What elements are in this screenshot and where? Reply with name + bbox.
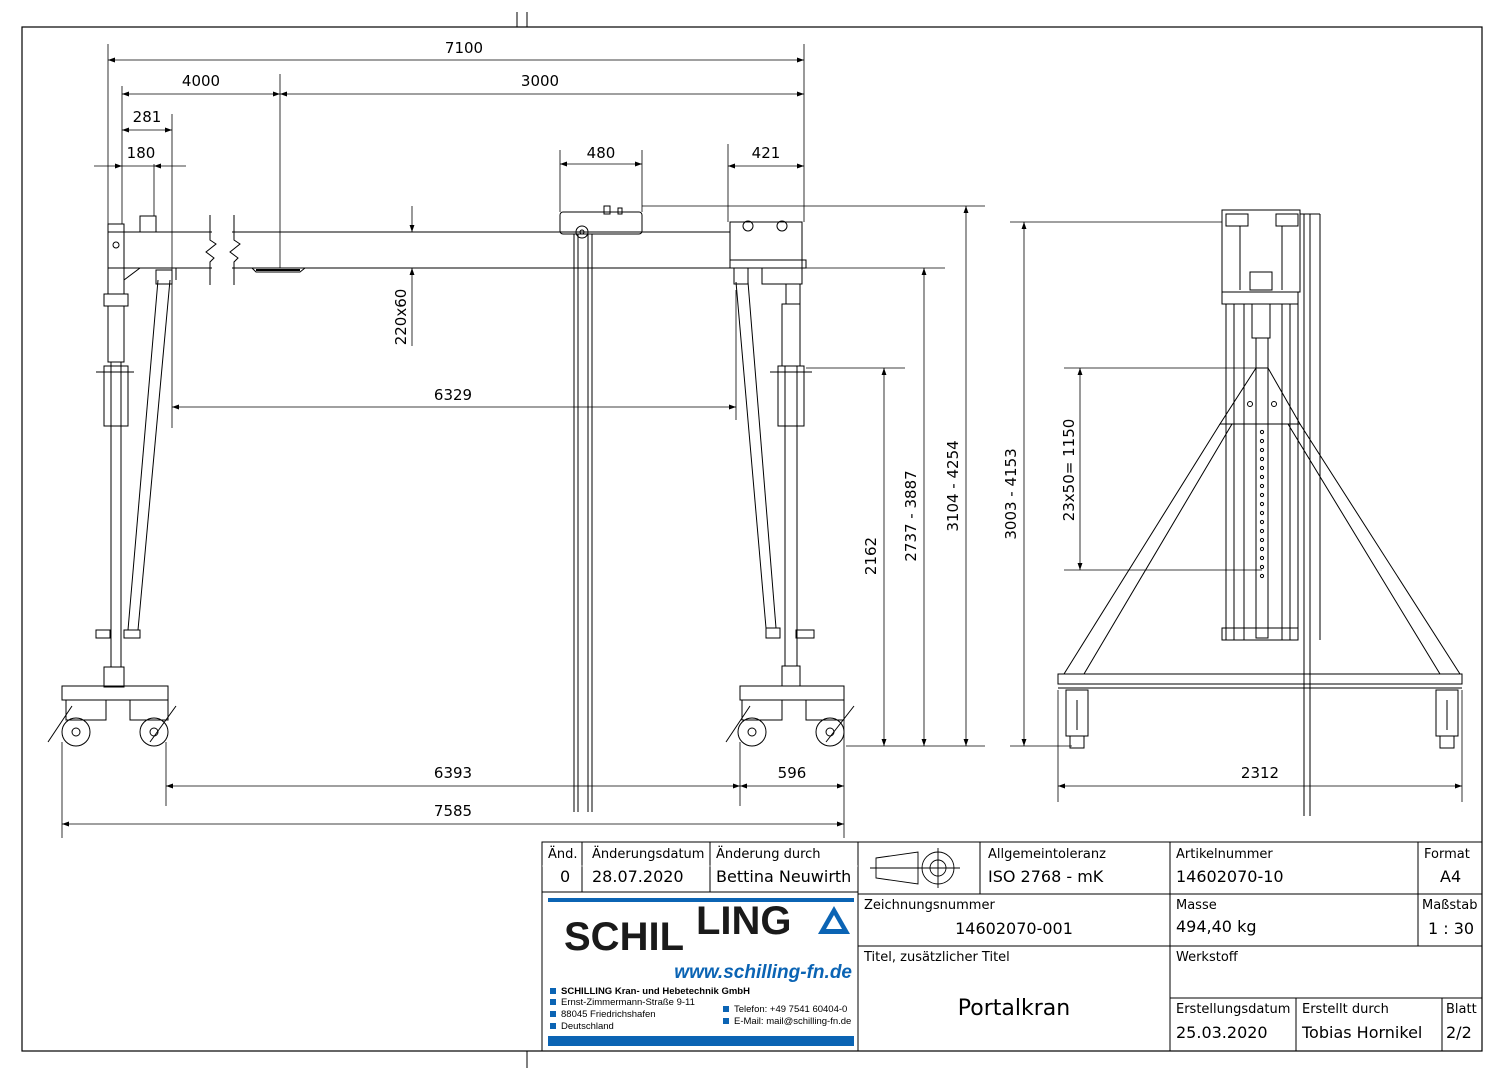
company-city: 88045 Friedrichshafen [561,1009,656,1020]
projection-symbol-icon [870,848,960,888]
dim-7100: 7100 [445,39,483,57]
rev-header: Änd. [548,846,578,862]
format-label: Format [1424,847,1470,862]
right-base [725,685,855,747]
article-value: 14602070-10 [1176,867,1284,886]
company-country: Deutschland [561,1021,614,1032]
company-email: E-Mail: mail@schilling-fn.de [734,1016,851,1027]
logo-url: www.schilling-fn.de [674,962,852,983]
front-dimension-texts: 7100 4000 3000 281 180 480 421 220x60 63… [127,39,962,820]
format-value: A4 [1440,867,1461,886]
trolley [559,205,643,812]
material-label: Werkstoff [1176,950,1239,965]
dim-180: 180 [127,144,156,162]
rev-value: 0 [560,867,570,886]
dim-421: 421 [752,144,781,162]
drawing-number-label: Zeichnungsnummer [864,898,995,913]
dim-2162: 2162 [862,537,880,575]
dim-4000: 4000 [182,72,220,90]
tolerance-label: Allgemeintoleranz [988,847,1106,862]
title-label: Titel, zusätzlicher Titel [863,950,1010,965]
dim-220x60: 220x60 [392,289,410,346]
article-label: Artikelnummer [1176,847,1273,862]
front-view [47,205,855,812]
title-block-texts: Änd. 0 Änderungsdatum 28.07.2020 Änderun… [548,846,1477,1042]
adjustment-holes [1259,429,1265,579]
changed-by-value: Bettina Neuwirth [716,867,851,886]
front-dimensions [61,44,985,838]
side-dimension-texts: 3003 - 4153 23x50= 1150 2312 [1002,419,1279,782]
dim-480: 480 [587,144,616,162]
dim-7585: 7585 [434,802,472,820]
dim-3000: 3000 [521,72,559,90]
dim-281: 281 [133,108,162,126]
company-phone: Telefon: +49 7541 60404-0 [734,1004,847,1015]
side-view [1057,209,1463,816]
created-date-value: 25.03.2020 [1176,1023,1268,1042]
sheet-label: Blatt [1446,1002,1477,1017]
dim-596: 596 [778,764,807,782]
main-beam [108,215,730,285]
change-date-header: Änderungsdatum [592,846,704,862]
dim-6393: 6393 [434,764,472,782]
title-block [541,841,1483,1052]
left-base [47,685,177,747]
dim-2312: 2312 [1241,764,1279,782]
created-date-label: Erstellungsdatum [1176,1002,1290,1017]
dim-2737-3887: 2737 - 3887 [902,470,920,561]
drawing-title: Portalkran [958,996,1070,1021]
sheet-value: 2/2 [1446,1023,1472,1042]
right-column [729,220,815,687]
logo-text-schil: SCHIL [564,915,684,959]
side-dimensions [1010,221,1463,802]
dim-23x50-1150: 23x50= 1150 [1060,419,1078,522]
left-column [95,215,177,688]
company-street: Ernst-Zimmermann-Straße 9-11 [561,997,695,1008]
tolerance-value: ISO 2768 - mK [988,867,1104,886]
drawing-number-value: 14602070-001 [955,919,1073,938]
logo-text-ling: LING [696,899,792,943]
dim-6329: 6329 [434,386,472,404]
dim-3104-4254: 3104 - 4254 [944,440,962,531]
scale-value: 1 : 30 [1428,919,1474,938]
company-logo: SCHIL LING www.schilling-fn.de SCHILLING… [548,898,854,1046]
company-name: SCHILLING Kran- und Hebetechnik GmbH [561,986,750,997]
mass-value: 494,40 kg [1176,917,1257,936]
scale-label: Maßstab [1422,898,1477,913]
created-by-label: Erstellt durch [1302,1002,1389,1017]
created-by-value: Tobias Hornikel [1301,1023,1422,1042]
dim-3003-4153: 3003 - 4153 [1002,448,1020,539]
changed-by-header: Änderung durch [716,846,821,862]
mass-label: Masse [1176,898,1217,913]
change-date-value: 28.07.2020 [592,867,684,886]
